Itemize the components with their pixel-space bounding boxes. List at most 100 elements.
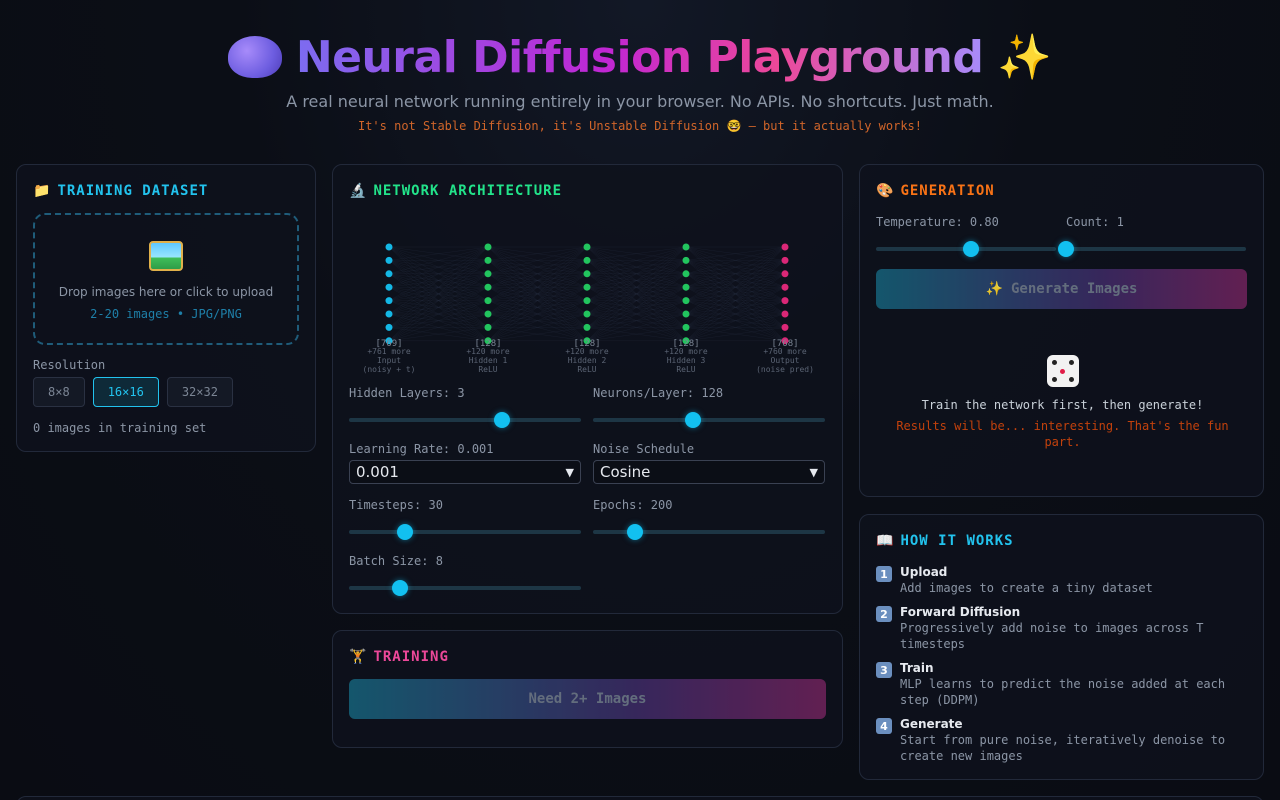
layer-label: +120 more xyxy=(466,347,510,356)
network-connection xyxy=(586,260,687,315)
learning-rate-control: Learning Rate: 0.001 0.001 ▼ xyxy=(349,442,581,484)
network-connection xyxy=(586,246,687,315)
network-connection xyxy=(487,273,588,328)
network-connection xyxy=(685,260,786,275)
learning-rate-select[interactable]: 0.001 ▼ xyxy=(349,460,581,484)
network-connection xyxy=(388,300,489,315)
network-connection xyxy=(586,260,687,288)
network-neuron xyxy=(781,337,789,345)
network-connection xyxy=(685,273,786,301)
hidden-layers-label: Hidden Layers: 3 xyxy=(349,386,465,400)
batch-size-slider[interactable] xyxy=(349,580,581,596)
epochs-label: Epochs: 200 xyxy=(593,498,673,512)
timesteps-label: Timesteps: 30 xyxy=(349,498,443,512)
network-connection xyxy=(586,246,687,275)
step-number-icon: 4 xyxy=(876,718,892,734)
page-tagline: It's not Stable Diffusion, it's Unstable… xyxy=(357,119,922,133)
network-connection xyxy=(487,246,588,275)
network-connection xyxy=(685,260,786,341)
generation-empty-message: Train the network first, then generate! xyxy=(921,398,1204,412)
slider-thumb[interactable] xyxy=(494,412,511,428)
network-connection xyxy=(685,286,786,315)
image-dropzone[interactable]: Drop images here or click to upload 2-20… xyxy=(33,213,299,345)
network-neuron xyxy=(385,310,393,318)
network-neuron xyxy=(682,310,690,318)
network-connection xyxy=(388,246,489,301)
train-button[interactable]: Need 2+ Images xyxy=(349,679,826,719)
generation-empty-subtext: Results will be... interesting. That's t… xyxy=(896,419,1229,449)
slider-thumb[interactable] xyxy=(1058,241,1074,257)
network-connection xyxy=(388,313,489,328)
resolution-8-button[interactable]: 8×8 xyxy=(33,377,85,407)
network-connection xyxy=(685,300,786,315)
network-connection xyxy=(487,260,588,328)
network-connection xyxy=(685,273,786,342)
network-connection xyxy=(487,286,588,342)
epochs-slider[interactable] xyxy=(593,524,825,540)
layer-label: Input xyxy=(377,356,401,365)
resolution-16-button[interactable]: 16×16 xyxy=(92,377,159,407)
network-connection xyxy=(586,286,687,315)
generate-button[interactable]: ✨ Generate Images xyxy=(876,269,1247,309)
network-connection xyxy=(487,246,588,341)
network-connection xyxy=(586,246,687,288)
slider-thumb[interactable] xyxy=(684,412,701,428)
network-connection xyxy=(586,246,687,288)
neurons-label: Neurons/Layer: 128 xyxy=(593,386,724,400)
slider-thumb[interactable] xyxy=(963,241,980,257)
slider-thumb[interactable] xyxy=(626,524,643,540)
weightlifter-icon: 🏋️ xyxy=(349,649,368,665)
network-connection xyxy=(586,313,687,342)
resolution-32-button[interactable]: 32×32 xyxy=(166,377,233,407)
network-neuron xyxy=(583,297,591,305)
timesteps-slider[interactable] xyxy=(349,524,581,540)
count-slider[interactable] xyxy=(1058,241,1246,257)
slider-thumb[interactable] xyxy=(392,580,409,596)
network-connection xyxy=(487,260,588,275)
network-connection xyxy=(388,300,489,328)
hidden-layers-slider[interactable] xyxy=(349,412,581,428)
network-connection xyxy=(487,246,588,261)
temperature-slider[interactable] xyxy=(876,241,1056,257)
timesteps-control: Timesteps: 30 xyxy=(349,498,581,540)
network-connection xyxy=(487,300,588,315)
network-connection xyxy=(487,273,588,342)
network-connection xyxy=(388,273,489,315)
network-connection xyxy=(388,246,489,328)
network-connection xyxy=(388,260,489,315)
training-panel: 🏋️ TRAINING Need 2+ Images xyxy=(332,630,843,748)
network-connection xyxy=(487,300,588,315)
network-connection xyxy=(685,286,786,328)
network-connection xyxy=(388,260,489,288)
network-connection xyxy=(388,246,489,315)
network-connection xyxy=(388,286,489,301)
network-connection xyxy=(586,286,687,301)
network-connection xyxy=(685,260,786,301)
network-connection xyxy=(586,300,687,328)
network-connection xyxy=(487,286,588,328)
noise-schedule-select[interactable]: Cosine ▼ xyxy=(593,460,825,484)
network-connection xyxy=(685,260,786,315)
network-connection xyxy=(487,246,588,315)
network-neuron xyxy=(484,243,492,251)
network-neuron xyxy=(583,337,591,345)
page-header: Neural Diffusion Playground ✨ A real neu… xyxy=(0,28,1280,133)
network-connection xyxy=(685,246,786,328)
resolution-label: Resolution xyxy=(33,358,106,372)
network-connection xyxy=(487,286,588,342)
neurons-slider[interactable] xyxy=(593,412,825,428)
network-neuron xyxy=(781,323,789,331)
batch-size-control: Batch Size: 8 xyxy=(349,554,581,596)
network-neuron xyxy=(682,243,690,251)
network-connection xyxy=(586,300,687,342)
network-connection xyxy=(487,273,588,301)
network-connection xyxy=(388,260,489,328)
network-connection xyxy=(487,286,588,301)
slider-thumb[interactable] xyxy=(396,524,413,540)
page-subtitle: A real neural network running entirely i… xyxy=(286,92,994,111)
network-connection xyxy=(685,286,786,328)
